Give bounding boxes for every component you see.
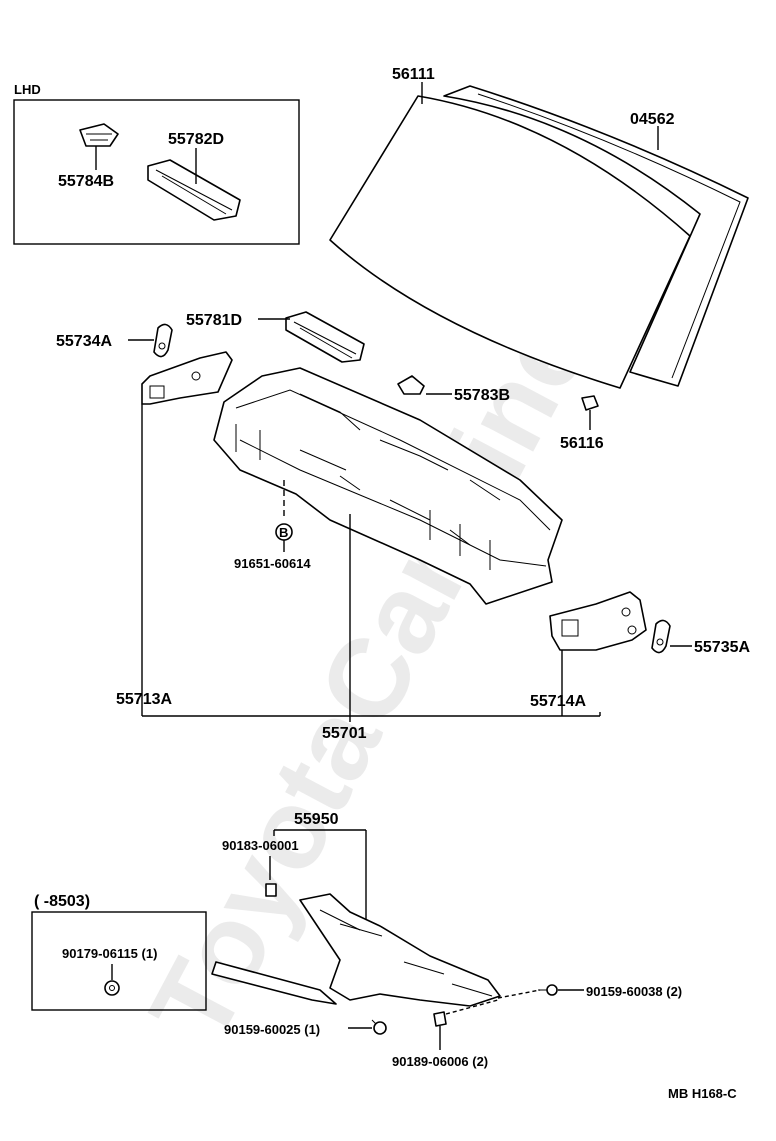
label-55714a: 55714A	[530, 693, 586, 710]
label-55701: 55701	[322, 725, 367, 742]
label-56111: 56111	[392, 66, 435, 83]
lhd-title: LHD	[14, 82, 41, 97]
part-55781d-strip	[285, 311, 365, 363]
label-55784b: 55784B	[58, 173, 114, 190]
part-55735a-clip	[651, 619, 671, 654]
part-55713a-bracket	[141, 351, 233, 405]
callout-b-letter: B	[279, 525, 288, 540]
label-90183: 90183-06001	[222, 838, 299, 853]
part-90159-screw-right	[538, 984, 558, 996]
label-55734a: 55734A	[56, 333, 112, 350]
part-55950-duct	[299, 893, 501, 1007]
windshield-weatherstrip	[443, 85, 749, 387]
label-91651: 91651-60614	[234, 556, 311, 571]
part-56116-spacer	[581, 395, 599, 411]
part-55734a-clip	[153, 323, 173, 358]
part-55701-cowl-panel	[213, 367, 563, 605]
label-56116: 56116	[560, 435, 604, 452]
lhd-inset-box	[13, 99, 300, 245]
label-55735a: 55735A	[694, 639, 750, 656]
label-55783b: 55783B	[454, 387, 510, 404]
bottom-box-title: ( -8503)	[34, 893, 90, 910]
label-90159-right: 90159-60038 (2)	[586, 984, 682, 999]
part-55782d-strip	[147, 159, 241, 221]
part-90179-nut	[104, 980, 120, 996]
label-90159-left: 90159-60025 (1)	[224, 1022, 320, 1037]
diagram-code: MB H168-C	[668, 1086, 737, 1101]
part-55784b-clip	[79, 123, 119, 147]
label-55950: 55950	[294, 811, 339, 828]
label-90179: 90179-06115 (1)	[62, 946, 157, 961]
label-90189: 90189-06006 (2)	[392, 1054, 488, 1069]
part-55714a-bracket	[549, 591, 647, 651]
label-55781d: 55781D	[186, 312, 242, 329]
label-55782d: 55782D	[168, 131, 224, 148]
label-55713a: 55713A	[116, 691, 172, 708]
part-90159-screw-left	[371, 1019, 387, 1035]
windshield-glass	[329, 95, 691, 389]
label-04562: 04562	[630, 111, 675, 128]
part-90183-clip	[265, 883, 277, 897]
arrow-strip	[211, 961, 337, 1005]
part-90189-clip	[433, 1011, 447, 1027]
part-55783b-clip	[397, 375, 425, 395]
bottom-inset-box	[31, 911, 207, 1011]
